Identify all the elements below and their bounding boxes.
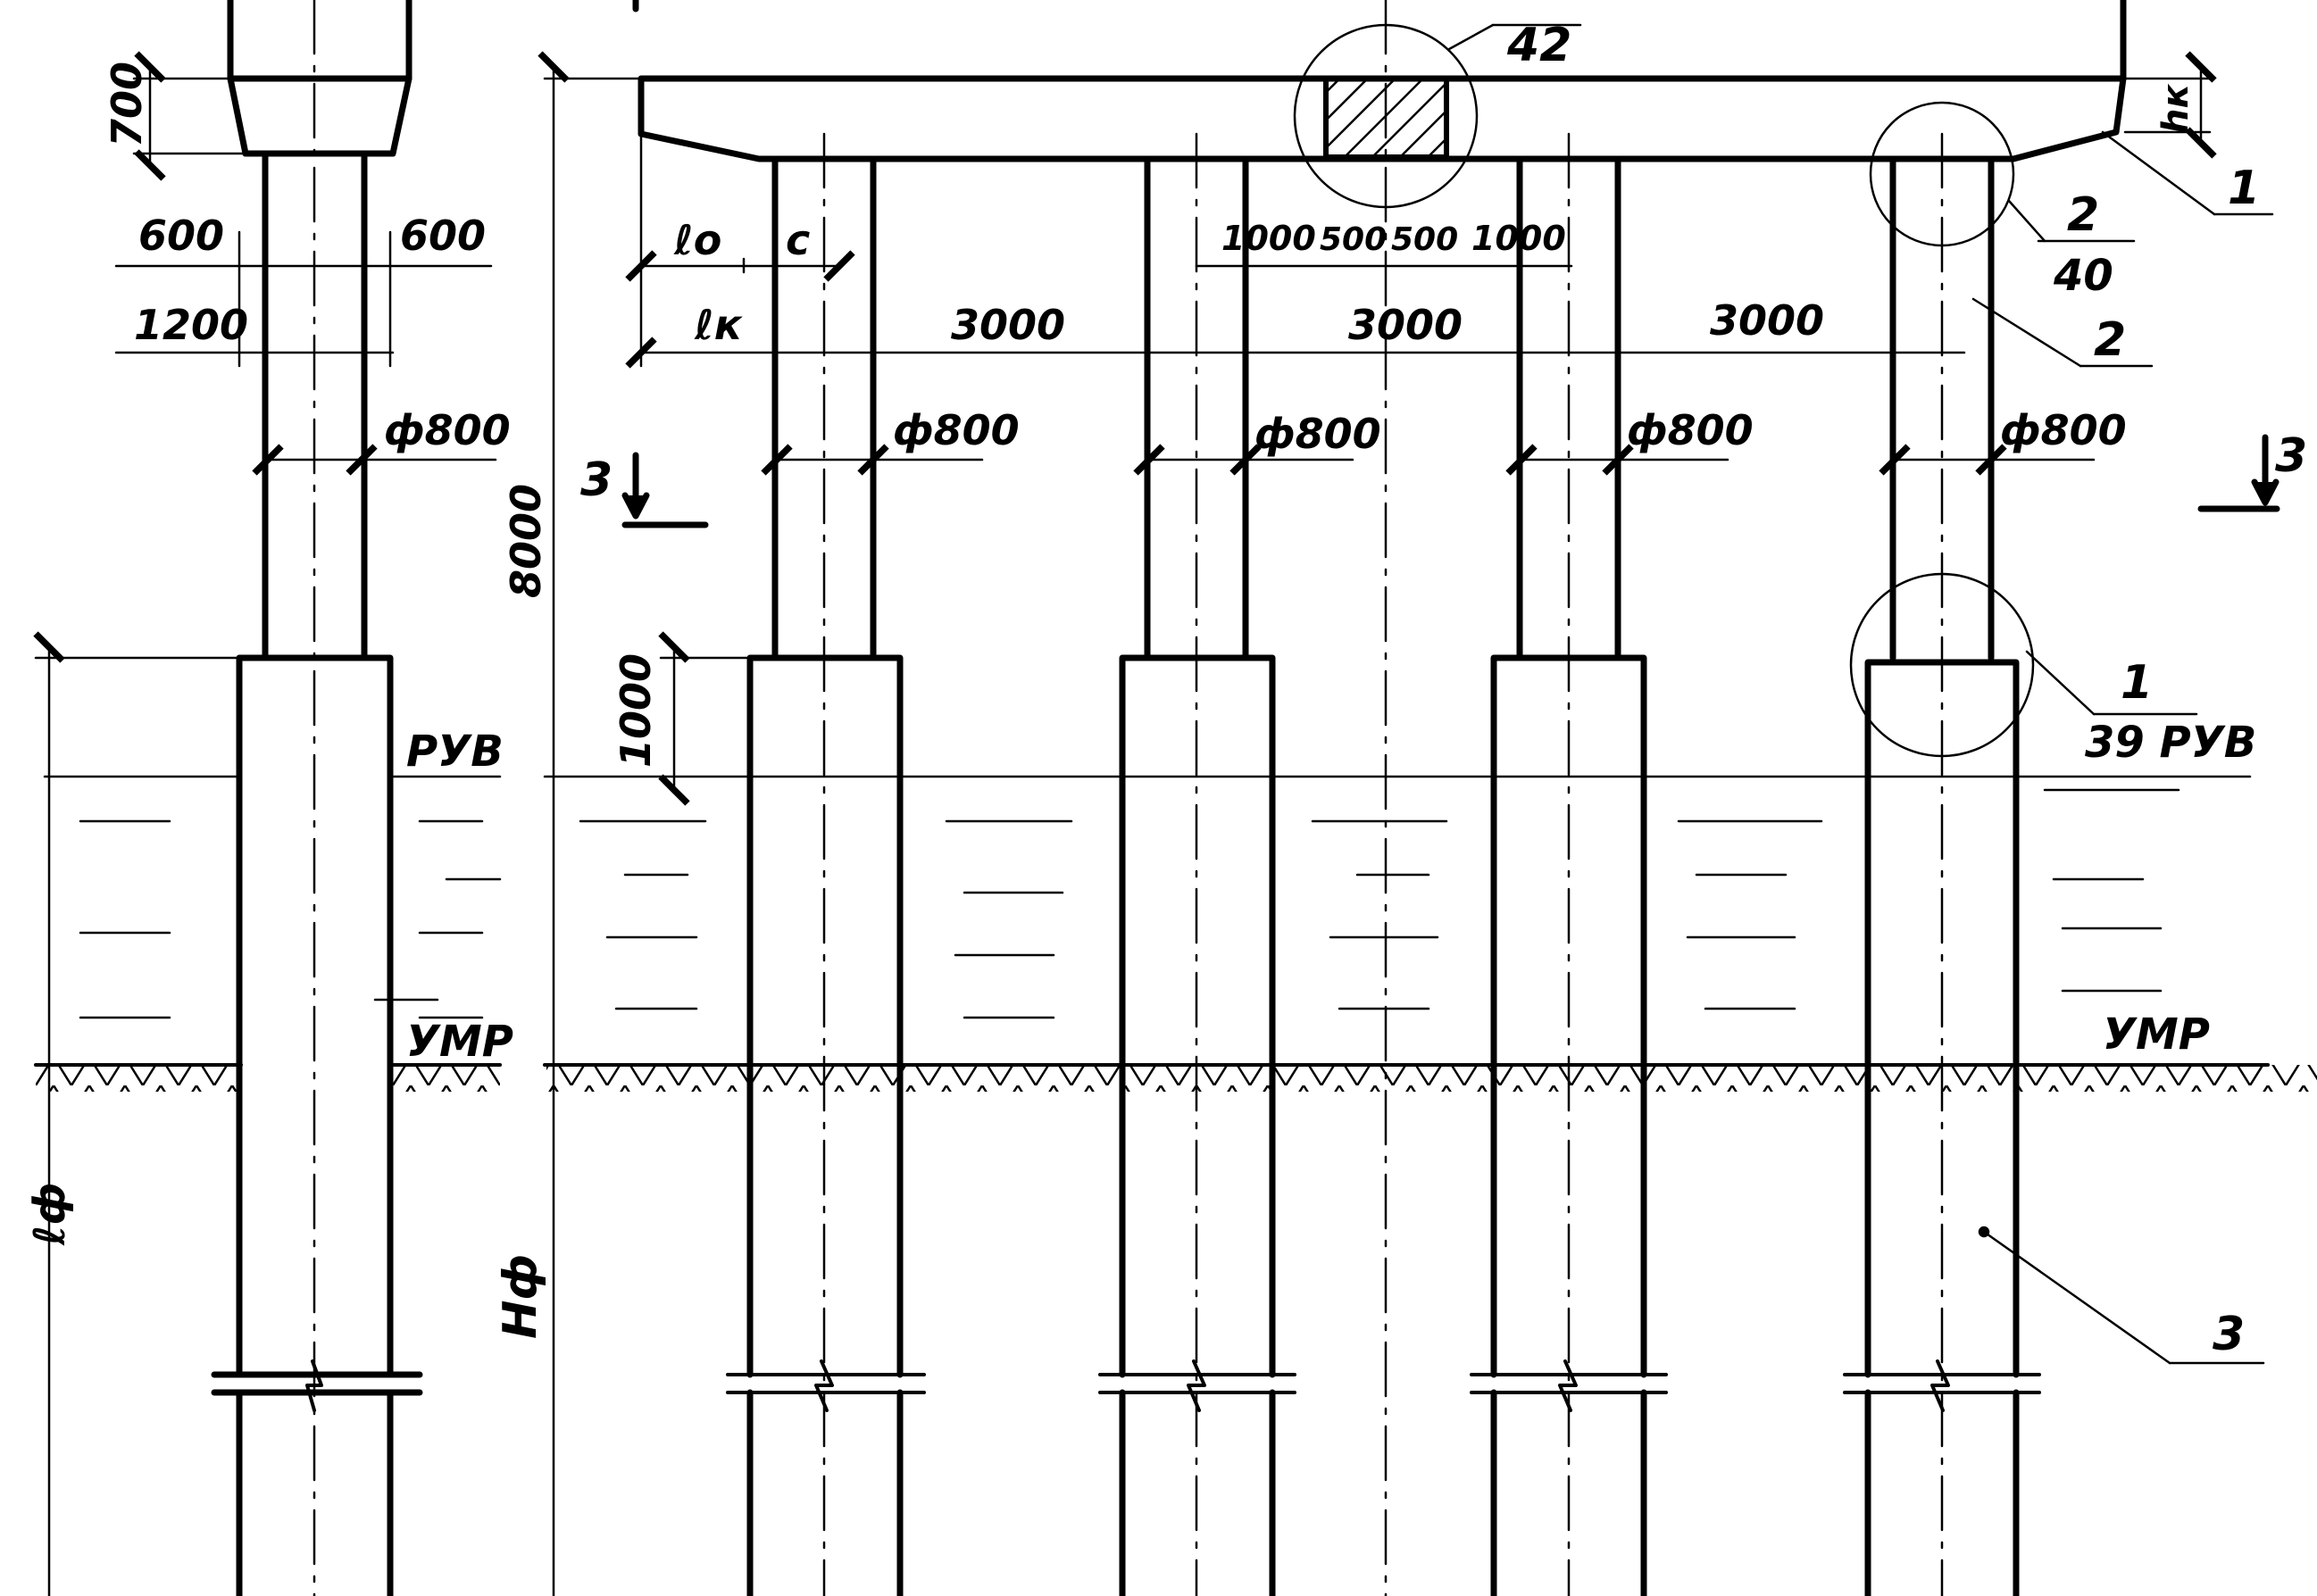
umr-main: УМР <box>2103 1010 2210 1060</box>
section-marks <box>621 434 2280 528</box>
span-2: 3000 <box>1348 301 1463 349</box>
callout-3: 3 <box>2213 1308 2245 1361</box>
dim-1000-right: 1000 <box>1471 219 1566 258</box>
hf-label: Нф <box>494 1254 547 1339</box>
umr-side: УМР <box>406 1017 513 1067</box>
labels: 700 600 600 1200 ф800 ℓo c ℓк 3000 3000 … <box>25 19 2307 1361</box>
dim-600-left: 600 <box>138 212 224 260</box>
c-label: c <box>786 216 810 264</box>
callout-2-num: 2 <box>2067 188 2099 242</box>
water-dashes <box>79 788 2180 1019</box>
diam-2: ф800 <box>1254 410 1381 458</box>
ruv-side: РУВ <box>406 727 504 777</box>
front-view <box>538 0 2280 1596</box>
detail-callouts <box>1293 23 2274 1365</box>
callout-1-top: 1 <box>2228 162 2260 215</box>
callout-2-den: 40 <box>2053 251 2113 301</box>
dim-500-right: 500 <box>1391 221 1458 258</box>
section-3-right: 3 <box>2275 429 2307 483</box>
columns <box>771 155 1995 661</box>
section-3-left: 3 <box>580 453 613 507</box>
lf-label: ℓф <box>25 1183 75 1246</box>
callout-2: 2 <box>2094 313 2126 367</box>
span-1: 3000 <box>951 301 1065 349</box>
callout-1-num: 1 <box>2121 656 2153 710</box>
height-8000: 8000 <box>502 484 550 598</box>
diam-1: ф800 <box>893 406 1020 454</box>
shell-piles <box>746 654 2020 1596</box>
callout-39-ruv: 39 РУВ <box>2085 718 2256 768</box>
height-1000: 1000 <box>612 653 660 768</box>
dim-1200: 1200 <box>134 301 248 349</box>
dimension-lines <box>538 51 2217 1596</box>
break-lines <box>726 1359 2041 1412</box>
diam-side: ф800 <box>384 406 511 454</box>
diam-4: ф800 <box>2000 406 2127 454</box>
side-view <box>33 0 497 1596</box>
span-3: 3000 <box>1710 296 1824 345</box>
dim-600-right: 600 <box>400 212 486 260</box>
dim-500-left: 500 <box>1320 221 1387 258</box>
hk-label: hк <box>2155 84 2196 134</box>
node-42-den: 42 <box>1506 19 1571 72</box>
lo-label: ℓo <box>673 216 721 264</box>
lk-label: ℓк <box>694 301 744 349</box>
dim-1000-left: 1000 <box>1221 219 1316 258</box>
dim-700: 700 <box>103 62 151 147</box>
diam-3: ф800 <box>1627 406 1754 454</box>
ground-surface <box>34 1063 2317 1092</box>
